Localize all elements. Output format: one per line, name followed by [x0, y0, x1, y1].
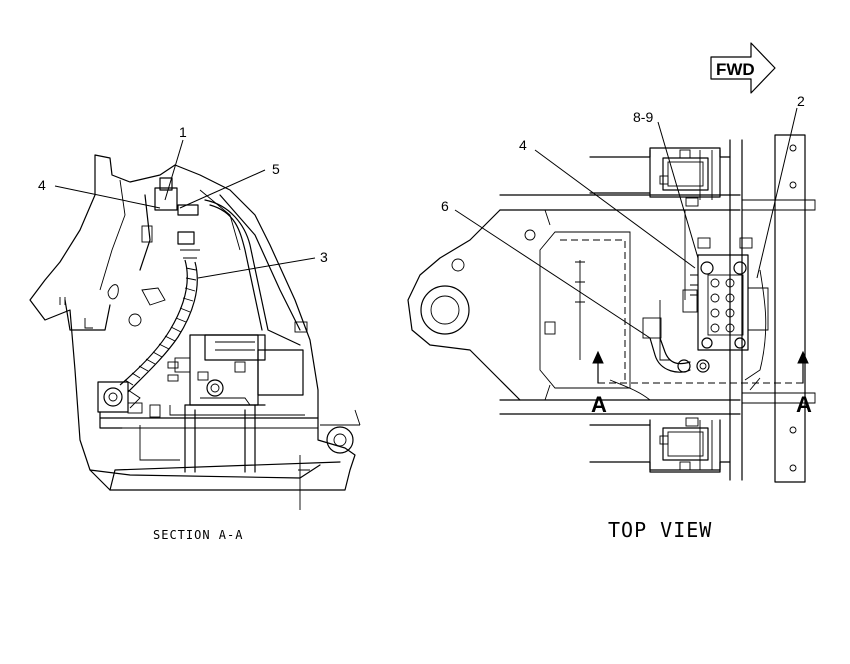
fwd-arrow-icon — [710, 42, 776, 94]
valve-body — [189, 334, 259, 406]
callout-4: 4 — [38, 177, 46, 193]
callout-6: 6 — [441, 198, 449, 214]
left-fitting — [97, 381, 129, 413]
pivot-boss — [407, 209, 521, 401]
fwd-arrow: FWD — [710, 42, 776, 94]
top-view: A A 8-9 4 6 2 TOP VIEW — [407, 93, 816, 542]
valve-manifold — [697, 254, 749, 351]
section-mark-left: A — [591, 392, 607, 417]
braided-hose — [119, 259, 188, 386]
top-view-caption: TOP VIEW — [608, 518, 712, 542]
valve-ports — [710, 278, 735, 333]
callout-4-top: 4 — [519, 137, 527, 153]
frame-outline — [29, 154, 356, 491]
callout-3: 3 — [320, 249, 328, 265]
callout-8-9: 8-9 — [633, 109, 653, 125]
section-mark-right: A — [796, 392, 812, 417]
section-caption: SECTION A-A — [153, 528, 243, 542]
fwd-label: FWD — [716, 60, 755, 79]
section-view: 1 4 5 3 SECTION A-A — [29, 124, 361, 542]
callout-2: 2 — [797, 93, 805, 109]
callout-5: 5 — [272, 161, 280, 177]
callout-1: 1 — [179, 124, 187, 140]
